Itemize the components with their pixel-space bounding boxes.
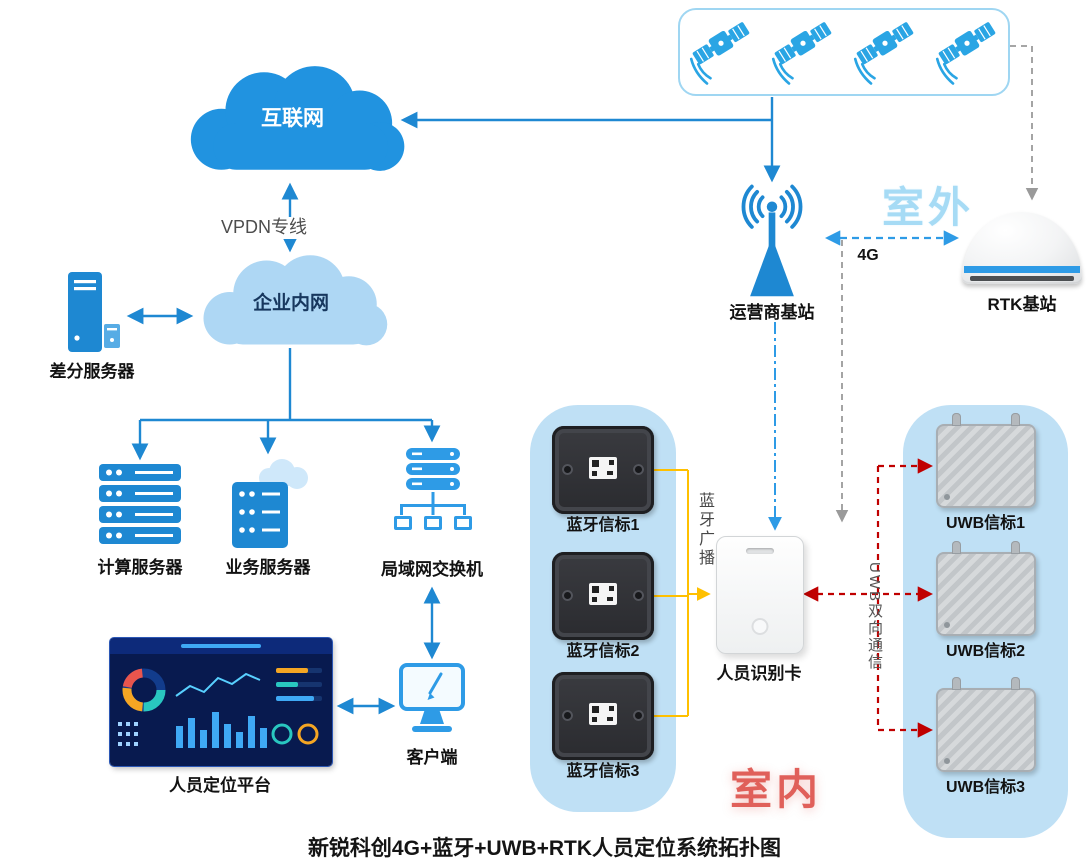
lan-switch-icon <box>394 448 472 530</box>
bt-broadcast-label: 蓝牙广播 <box>696 492 713 568</box>
vpdn-link-label: VPDN专线 <box>205 217 323 239</box>
client-icon <box>399 663 465 732</box>
diff-server-icon <box>68 272 120 352</box>
compute-server-label: 计算服务器 <box>97 558 183 577</box>
satellite-icon <box>850 14 920 90</box>
satellite-constellation-box <box>678 8 1010 96</box>
screw-icon <box>562 710 573 721</box>
operator-station-label: 运营商基站 <box>729 303 815 322</box>
operator-station-icon <box>741 184 803 297</box>
id-card-icon <box>716 536 804 654</box>
rtk-blue-band <box>964 266 1080 273</box>
qr-label-icon <box>589 583 617 605</box>
client-label: 客户端 <box>406 748 458 767</box>
uwb-beacon1-label: UWB信标1 <box>945 515 1026 532</box>
platform-label: 人员定位平台 <box>169 776 271 795</box>
uwb-beacon3-label: UWB信标3 <box>945 779 1026 796</box>
led-icon <box>944 622 950 628</box>
compute-server-icon <box>99 464 181 544</box>
qr-label-icon <box>589 457 617 479</box>
screw-icon <box>633 464 644 475</box>
led-icon <box>944 758 950 764</box>
rtk-station-label: RTK基站 <box>987 295 1057 314</box>
business-server-label: 业务服务器 <box>225 558 311 577</box>
uwb-beacon-icon <box>936 677 1036 772</box>
uwb-beacon-icon <box>936 541 1036 636</box>
antenna-icon <box>1011 541 1020 554</box>
internet-label: 互联网 <box>261 107 324 130</box>
id-card-label: 人员识别卡 <box>716 664 802 683</box>
bt-beacon-icon <box>552 672 654 760</box>
antenna-icon <box>952 677 961 690</box>
diagram-title: 新锐科创4G+蓝牙+UWB+RTK人员定位系统拓扑图 <box>307 837 782 860</box>
uwb-beacon-icon <box>936 413 1036 508</box>
platform-dashboard-image <box>110 638 332 766</box>
rtk-base-plate <box>970 276 1074 281</box>
screw-icon <box>562 590 573 601</box>
antenna-icon <box>952 541 961 554</box>
diff-server-label: 差分服务器 <box>49 362 135 381</box>
antenna-icon <box>1011 677 1020 690</box>
4g-link-label: 4G <box>857 247 879 264</box>
business-server-icon <box>232 459 308 548</box>
bt-beacon-icon <box>552 552 654 640</box>
indoor-zone-label: 室内 <box>729 766 822 813</box>
satellite-icon <box>686 14 756 90</box>
qr-label-icon <box>589 703 617 725</box>
antenna-icon <box>1011 413 1020 426</box>
antenna-icon <box>952 413 961 426</box>
lan-switch-label: 局域网交换机 <box>381 560 483 579</box>
lanyard-slot <box>746 548 774 554</box>
card-button <box>751 618 769 635</box>
bt-beacon-icon <box>552 426 654 514</box>
intranet-cloud: 企业内网 <box>180 250 402 355</box>
bt-beacon2-label: 蓝牙信标2 <box>566 643 640 660</box>
outdoor-zone-label: 室外 <box>881 184 974 231</box>
uwb-beacon2-label: UWB信标2 <box>945 643 1026 660</box>
satellite-icon <box>932 14 1002 90</box>
screw-icon <box>633 590 644 601</box>
screw-icon <box>562 464 573 475</box>
bt-beacon1-label: 蓝牙信标1 <box>566 517 640 534</box>
led-icon <box>944 494 950 500</box>
intranet-label: 企业内网 <box>252 293 329 314</box>
screw-icon <box>633 710 644 721</box>
internet-cloud: 互联网 <box>165 60 420 182</box>
bt-beacon3-label: 蓝牙信标3 <box>566 763 640 780</box>
uwb-comm-label: UWB双向通信 <box>866 562 883 671</box>
satellite-icon <box>768 14 838 90</box>
